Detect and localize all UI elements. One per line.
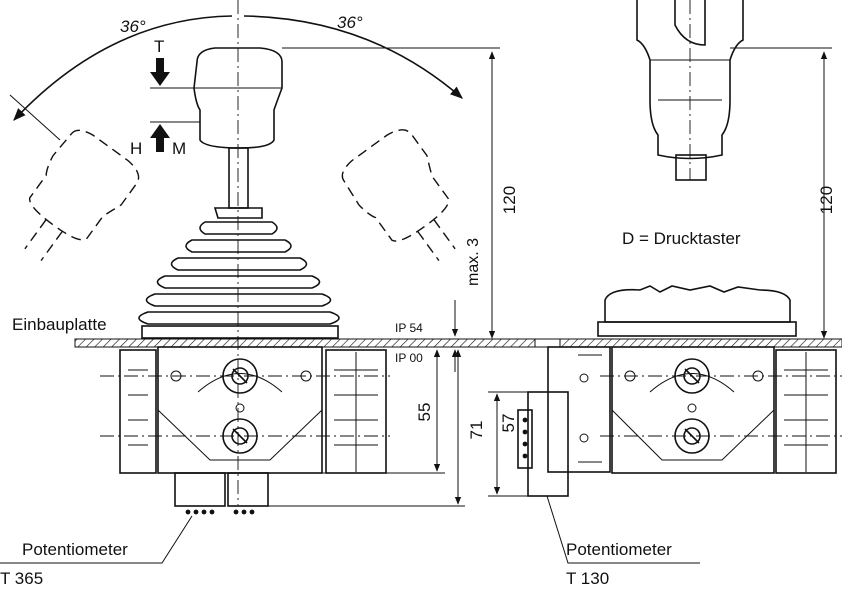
tilt-arc-left xyxy=(13,15,233,121)
bellows-fold-1 xyxy=(199,221,278,235)
ghost-knob-right xyxy=(341,129,456,262)
housing-body xyxy=(157,346,323,474)
potentiometer-right-terminal xyxy=(517,409,533,469)
potentiometer-right-name: Potentiometer xyxy=(566,540,672,559)
potentiometer-right-pins xyxy=(522,417,528,459)
leader-pot-left xyxy=(0,515,193,564)
dim-max3-label: max. 3 xyxy=(465,238,482,286)
dim-55-label: 55 xyxy=(415,403,434,422)
mounting-plate xyxy=(74,338,536,348)
potentiometer-left-pins xyxy=(185,509,255,515)
push-button-legend: D = Drucktaster xyxy=(622,229,741,248)
joystick-shaft xyxy=(228,147,249,209)
ip54-label: IP 54 xyxy=(395,321,423,335)
cam-lower xyxy=(157,409,323,461)
direction-T-label: T xyxy=(154,37,164,56)
direction-H-label: H xyxy=(130,139,142,158)
side-bellows-base xyxy=(597,321,797,337)
cam-upper xyxy=(197,373,283,393)
bellows-fold-6 xyxy=(138,311,340,325)
bellows-fold-3 xyxy=(170,257,308,271)
tilt-arc-right xyxy=(243,15,463,99)
dim-120-right-label: 120 xyxy=(817,186,836,214)
side-shaft xyxy=(675,154,707,181)
bellows-fold-5 xyxy=(145,293,332,307)
potentiometer-left-name: Potentiometer xyxy=(22,540,128,559)
side-mounting-plate xyxy=(559,338,842,348)
side-housing-body xyxy=(611,346,775,474)
up-arrow-icon xyxy=(150,124,170,152)
tilt-ref-line-left xyxy=(9,94,61,141)
down-arrow-icon xyxy=(150,58,170,86)
side-housing-right xyxy=(775,349,837,474)
potentiometer-right-type: T 130 xyxy=(566,569,609,588)
potentiometer-right-bracket xyxy=(547,346,611,473)
bellows-base xyxy=(141,325,339,339)
potentiometer-left-body-1 xyxy=(174,472,226,507)
bellows-top xyxy=(213,207,263,219)
side-knob xyxy=(636,0,744,160)
bellows-fold-2 xyxy=(185,239,292,253)
bellows-fold-4 xyxy=(156,275,321,289)
leader-pot-right xyxy=(546,495,700,564)
joystick-knob xyxy=(193,47,283,149)
side-bellows xyxy=(604,285,791,323)
front-view xyxy=(0,0,536,564)
potentiometer-left-type: T 365 xyxy=(0,569,43,588)
side-knob-button xyxy=(674,0,706,46)
potentiometer-right-body xyxy=(527,391,569,497)
ghost-knob-left xyxy=(24,129,140,262)
dim-120-left-label: 120 xyxy=(500,186,519,214)
direction-M-label: M xyxy=(172,139,186,158)
dim-71-label: 71 xyxy=(467,421,486,440)
side-view xyxy=(430,0,842,564)
angle-left-label: 36° xyxy=(120,17,146,36)
mounting-plate-label: Einbauplatte xyxy=(12,315,107,334)
ip00-label: IP 00 xyxy=(395,351,423,365)
housing-side-left xyxy=(119,349,157,474)
potentiometer-left-body-2 xyxy=(227,472,269,507)
angle-right-label: 36° xyxy=(337,13,363,32)
dim-57-label: 57 xyxy=(499,414,518,433)
